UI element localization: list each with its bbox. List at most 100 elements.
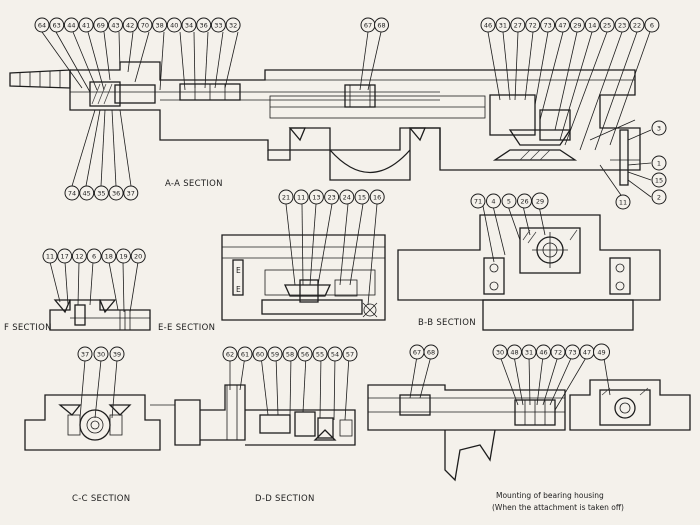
caption-bb-section: B-B SECTION [418, 318, 476, 328]
balloon-number: 71 [474, 198, 482, 206]
callout-balloon-dd-57: 57 [342, 346, 358, 362]
balloon-circle [312, 346, 328, 362]
balloon-circle [644, 17, 660, 33]
callout-balloon-bb-5: 5 [501, 193, 517, 209]
callout-balloon-ee-21: 21 [278, 189, 294, 205]
balloon-circle [278, 189, 294, 205]
callout-balloon-f-20: 20 [130, 248, 146, 264]
balloon-number: 19 [119, 253, 127, 261]
callout-balloon-aa-top-left-70: 70 [137, 17, 153, 33]
section-f-view [49, 261, 151, 331]
callout-balloon-aa-top-left-69: 69 [93, 17, 109, 33]
balloon-circle [108, 17, 123, 33]
balloon-number: 18 [105, 253, 113, 261]
balloon-circle [423, 344, 439, 360]
balloon-number: 41 [82, 22, 90, 30]
balloon-circle [555, 17, 570, 33]
balloon-number: 42 [126, 22, 134, 30]
balloon-circle [342, 346, 358, 362]
balloon-number: 32 [229, 22, 237, 30]
caption-dd-section: D-D SECTION [255, 494, 315, 504]
callout-balloon-bb-71: 71 [470, 193, 486, 209]
callout-balloon-mount-b-72: 72 [550, 344, 566, 360]
balloon-circle [237, 346, 253, 362]
callout-balloon-aa-right-3: 3 [651, 120, 667, 136]
callout-balloon-ee-15: 15 [354, 189, 370, 205]
balloon-circle [615, 194, 631, 210]
balloon-circle [540, 17, 556, 33]
balloon-number: 5 [507, 198, 511, 206]
balloon-number: 40 [170, 22, 178, 30]
caption-ee-section: E-E SECTION [158, 323, 215, 333]
balloon-number: 64 [38, 22, 46, 30]
balloon-circle [651, 155, 667, 171]
callout-balloon-cc-39: 39 [109, 346, 125, 362]
balloon-circle [64, 185, 80, 201]
balloon-number: 3 [657, 125, 661, 133]
callout-balloon-aa-top-right-72: 72 [525, 17, 541, 33]
balloon-circle [599, 17, 615, 33]
balloon-number: 58 [286, 351, 294, 359]
callout-balloon-bb-4: 4 [486, 193, 501, 209]
callout-balloon-mount-b-49: 49 [593, 343, 610, 361]
section-bb-view [397, 205, 661, 331]
balloon-circle [225, 17, 241, 33]
callout-balloon-aa-top-right-29: 29 [569, 17, 585, 33]
balloon-number: 46 [484, 22, 492, 30]
callout-balloon-ee-11: 11 [293, 189, 309, 205]
balloon-number: 44 [67, 22, 75, 30]
balloon-circle [593, 343, 610, 361]
balloon-number: 72 [554, 349, 562, 357]
callout-balloon-aa-top-right-73: 73 [540, 17, 556, 33]
callout-balloon-mount-b-46: 46 [536, 344, 551, 360]
balloon-circle [297, 346, 313, 362]
callout-balloon-aa-top-right-6: 6 [644, 17, 660, 33]
balloon-circle [123, 185, 139, 201]
balloon-number: 29 [536, 198, 544, 206]
balloon-circle [130, 248, 146, 264]
balloon-circle [79, 185, 95, 201]
callout-balloon-aa-top-left-33: 33 [210, 17, 226, 33]
svg-text:E: E [236, 266, 241, 275]
callout-balloon-aa-top-mid-68: 68 [374, 17, 389, 33]
caption-cc-section: C-C SECTION [72, 494, 130, 504]
balloon-number: 49 [597, 349, 605, 357]
balloon-number: 30 [97, 351, 105, 359]
balloon-circle [651, 172, 667, 188]
callout-balloon-bb-26: 26 [517, 193, 532, 209]
callout-balloon-mount-b-48: 48 [507, 344, 522, 360]
callout-balloon-aa-top-right-46: 46 [480, 17, 496, 33]
callout-balloon-aa-top-left-64: 64 [34, 17, 50, 33]
balloon-circle [354, 189, 370, 205]
callout-balloon-cc-30: 30 [93, 346, 109, 362]
callout-balloon-dd-56: 56 [297, 346, 313, 362]
mounting-view [367, 351, 691, 482]
balloon-number: 73 [543, 22, 551, 30]
callout-balloon-f-18: 18 [101, 248, 117, 264]
balloon-circle [569, 17, 585, 33]
balloon-number: 29 [573, 22, 581, 30]
balloon-number: 67 [413, 349, 421, 357]
callout-balloon-aa-top-left-40: 40 [166, 17, 182, 33]
balloon-circle [495, 17, 511, 33]
balloon-circle [480, 17, 496, 33]
callout-balloon-mount-a-68: 68 [423, 344, 439, 360]
balloon-number: 35 [97, 190, 105, 198]
callout-balloon-aa-right-15: 15 [651, 172, 667, 188]
balloon-number: 73 [568, 349, 576, 357]
caption-mounting-note: (When the attachment is taken off) [492, 503, 624, 512]
section-aa-assembly [9, 25, 653, 199]
callout-balloon-aa-top-right-31: 31 [495, 17, 511, 33]
callout-balloon-ee-16: 16 [369, 189, 385, 205]
svg-text:E: E [236, 285, 241, 294]
balloon-number: 31 [499, 22, 507, 30]
balloon-circle [651, 189, 667, 205]
balloon-number: 11 [297, 194, 305, 202]
balloon-circle [525, 17, 541, 33]
balloon-number: 38 [155, 22, 163, 30]
callout-balloon-aa-right-11: 11 [615, 194, 631, 210]
callout-balloon-aa-top-right-14: 14 [584, 17, 600, 33]
callout-balloon-aa-bottom-45: 45 [79, 185, 95, 201]
